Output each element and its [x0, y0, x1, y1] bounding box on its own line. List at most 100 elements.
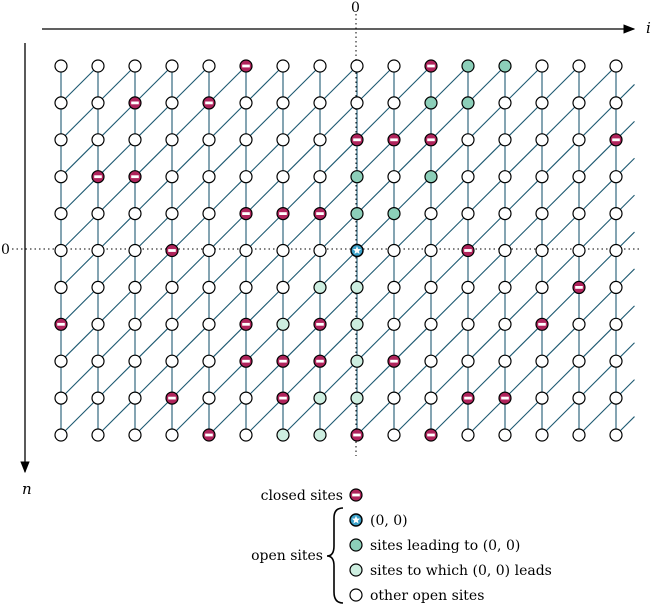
i-zero-label: 0: [351, 0, 360, 16]
lattice-edge: [60, 102, 99, 141]
lattice-edge: [208, 102, 247, 141]
open-site: [609, 354, 623, 368]
lattice-edge: [541, 102, 580, 141]
open-site: [387, 96, 401, 110]
closed-site: [572, 280, 586, 294]
leading-site: [387, 207, 401, 221]
lattice-edge: [282, 360, 321, 399]
lattice-edge: [97, 360, 136, 399]
led-site: [313, 391, 327, 405]
lattice-edge: [393, 250, 432, 288]
open-site: [609, 170, 623, 184]
lattice-edge: [171, 65, 210, 104]
open-site: [165, 170, 179, 184]
lattice-edge: [541, 213, 580, 251]
lattice-edge: [356, 213, 395, 251]
open-site: [202, 317, 216, 331]
lattice-edge: [504, 65, 543, 104]
open-site: [572, 133, 586, 147]
open-site: [202, 354, 216, 368]
open-site: [128, 243, 142, 258]
lattice-edge: [356, 323, 395, 362]
closed-site: [535, 317, 549, 331]
lattice-sites: [54, 59, 623, 442]
open-site: [461, 317, 475, 331]
open-site: [128, 59, 142, 73]
open-site: [572, 354, 586, 368]
lattice-edge: [467, 139, 506, 178]
open-site: [128, 207, 142, 221]
open-site: [609, 391, 623, 405]
leading-site: [424, 170, 438, 184]
lattice-edge: [245, 397, 284, 436]
lattice-edge: [467, 287, 506, 325]
i-axis-label: i: [646, 19, 651, 37]
leading-site: [461, 96, 475, 110]
lattice-edge: [430, 323, 469, 362]
closed-site: [239, 59, 253, 73]
lattice-edge: [171, 176, 210, 214]
lattice-edge: [504, 102, 543, 141]
closed-site: [313, 317, 327, 331]
lattice-edge: [171, 102, 210, 141]
lattice-edge: [356, 176, 395, 214]
lattice-edge: [504, 397, 543, 436]
lattice-edge: [60, 213, 99, 251]
lattice-edge: [171, 139, 210, 178]
lattice-edge: [356, 250, 395, 288]
open-site: [609, 317, 623, 331]
lattice-edge: [134, 360, 173, 399]
open-site: [461, 133, 475, 147]
open-site: [165, 96, 179, 110]
lattice-edge: [319, 213, 358, 251]
open-site: [239, 170, 253, 184]
open-site: [424, 243, 438, 258]
open-site: [498, 207, 512, 221]
lattice-edge: [504, 287, 543, 325]
open-site: [54, 96, 68, 110]
lattice-edge: [541, 139, 580, 178]
lattice-edge: [393, 176, 432, 214]
open-site: [535, 280, 549, 294]
lattice-edge: [393, 213, 432, 251]
closed-site: [165, 391, 179, 405]
lattice-edge: [245, 287, 284, 325]
lattice-edge: [541, 176, 580, 214]
open-site: [498, 133, 512, 147]
lattice-edge: [282, 139, 321, 178]
open-site: [276, 243, 290, 258]
lattice-edge: [541, 65, 580, 104]
open-site: [461, 207, 475, 221]
legend-other-site: [349, 588, 363, 602]
open-site: [54, 428, 68, 442]
lattice-edge: [356, 287, 395, 325]
open-site: [54, 170, 68, 184]
lattice-edge: [467, 360, 506, 399]
lattice-edge: [134, 250, 173, 288]
open-site: [424, 280, 438, 294]
lattice-edge: [467, 102, 506, 141]
lattice-edge: [60, 65, 99, 104]
lattice-edge: [319, 360, 358, 399]
open-site: [387, 391, 401, 405]
open-site: [239, 280, 253, 294]
open-site: [239, 133, 253, 147]
open-site: [609, 428, 623, 442]
lattice-edge: [578, 287, 617, 325]
leading-site: [461, 59, 475, 73]
legend-open-label: open sites: [251, 548, 323, 564]
lattice-edge: [393, 360, 432, 399]
open-site: [128, 428, 142, 442]
closed-site: [424, 133, 438, 147]
open-site: [572, 391, 586, 405]
lattice-edge: [541, 287, 580, 325]
open-site: [609, 207, 623, 221]
open-site: [165, 317, 179, 331]
open-site: [54, 207, 68, 221]
open-site: [424, 207, 438, 221]
open-site: [498, 354, 512, 368]
closed-site: [313, 354, 327, 368]
lattice-edge: [541, 323, 580, 362]
lattice-edge: [430, 213, 469, 251]
lattice-edge: [504, 360, 543, 399]
